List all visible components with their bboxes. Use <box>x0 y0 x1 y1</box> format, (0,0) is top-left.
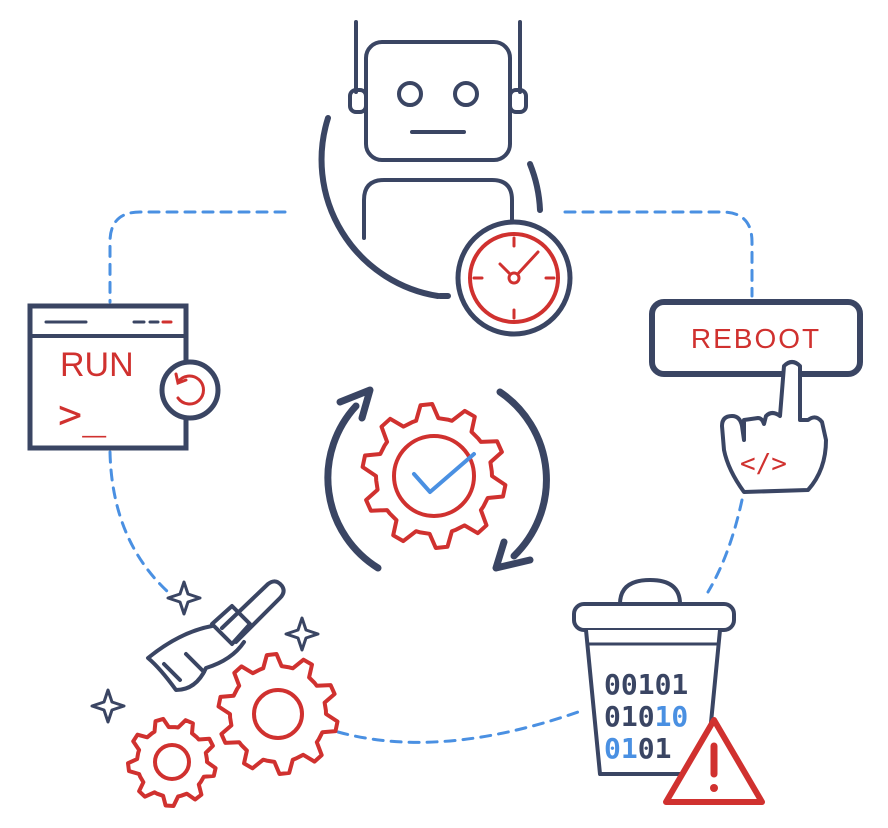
check-mark-icon <box>412 452 476 494</box>
sparkle-icon <box>284 616 320 652</box>
large-gear-hole <box>252 688 304 740</box>
binary-row-2-blue: 10 <box>655 700 689 733</box>
robot-eye-left <box>397 81 423 107</box>
binary-row-2: 01010 <box>604 700 688 733</box>
cycle-arrow-right-head <box>492 538 534 572</box>
restart-badge <box>159 359 221 421</box>
robot-body <box>362 178 514 240</box>
pointing-hand <box>720 360 828 494</box>
broom-handle <box>220 579 286 644</box>
run-prompt: >_ <box>58 392 107 438</box>
binary-row-3-dark: 01 <box>638 732 672 765</box>
gear-check-cycle-icon <box>324 386 550 572</box>
binary-row-2-dark: 010 <box>604 700 655 733</box>
cycle-arrow-left-head <box>336 386 374 422</box>
connector-bottom <box>336 710 580 744</box>
connector-left-bottom <box>108 450 170 594</box>
reboot-label: REBOOT <box>691 323 821 354</box>
run-terminal-icon: RUN >_ <box>27 303 221 451</box>
broom-icon <box>146 579 286 692</box>
broom-gears-icon <box>90 579 340 808</box>
binary-trash-warning-icon: 00101 01010 0101 <box>572 577 765 805</box>
reboot-button <box>649 299 863 377</box>
connector-right-bottom <box>706 498 744 594</box>
restart-icon <box>174 372 205 406</box>
robot-orbit-arc <box>318 115 451 299</box>
center-gear-ring <box>392 434 476 518</box>
binary-row-1: 00101 <box>604 668 688 701</box>
trash-lid-handle <box>618 577 682 605</box>
trash-lid <box>572 602 736 632</box>
terminal-window <box>27 303 189 451</box>
robot-clock-icon <box>318 20 543 299</box>
cycle-connectors <box>108 210 754 744</box>
broom-bristles <box>146 624 246 692</box>
clock-icon <box>455 219 573 337</box>
robot-orbit-arc-right <box>527 161 543 213</box>
robot-ear-right <box>508 88 528 114</box>
connector-top-right <box>563 210 754 298</box>
robot-head <box>364 40 512 162</box>
broom-bristle-line-1 <box>162 662 182 682</box>
robot-eye-right <box>453 81 479 107</box>
robot-ear-left <box>348 88 368 114</box>
binary-row-3: 0101 <box>604 732 671 765</box>
run-label: RUN <box>60 346 134 384</box>
binary-row-3-blue: 01 <box>604 732 638 765</box>
cycle-arrow-left <box>324 402 382 572</box>
clock-center <box>507 271 521 285</box>
trash-body <box>584 629 722 776</box>
broom-bristle-line-2 <box>184 652 206 674</box>
binary-row-1-dark: 00101 <box>604 668 688 701</box>
broom-band <box>210 604 252 646</box>
sparkle-icons <box>90 580 320 724</box>
cycle-arrow-right <box>496 388 550 560</box>
small-gear-hole <box>153 743 191 781</box>
sparkle-icon <box>166 580 202 616</box>
sparkle-icon <box>90 688 126 724</box>
connector-top-left <box>108 210 287 304</box>
reboot-button-icon: REBOOT </> <box>649 299 863 494</box>
warning-dot <box>710 784 718 792</box>
code-glyph: </> <box>740 449 787 479</box>
